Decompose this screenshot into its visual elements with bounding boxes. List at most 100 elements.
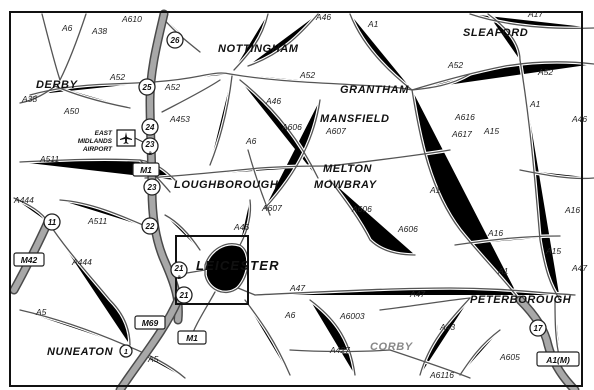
road-label: A17	[527, 9, 543, 19]
svg-text:a: a	[177, 275, 181, 281]
shield-m1-south: M1	[177, 330, 207, 345]
airport-label-2: MIDLANDS	[78, 138, 113, 145]
road-label: A16	[564, 205, 580, 215]
svg-text:23: 23	[145, 140, 155, 149]
road-label: A605	[499, 352, 520, 362]
road-label: A1	[367, 19, 379, 29]
road-label: A1	[529, 99, 541, 109]
junction-23: 23	[143, 178, 161, 196]
road-labels: A6 A38 A610 A46 A1 A17 A38 A52 A52 A52 A…	[13, 9, 587, 380]
town-corby: CORBY	[370, 341, 414, 353]
svg-text:21: 21	[174, 264, 184, 273]
svg-text:25: 25	[142, 83, 152, 92]
svg-text:1: 1	[124, 349, 128, 356]
road-label: A5	[35, 307, 47, 317]
junction-markers: 26 25 24 23 a 23 22 21 a 21 11 1 17	[43, 31, 547, 358]
road-label: A453	[169, 114, 190, 124]
road-network	[14, 14, 594, 378]
town-nottingham: NOTTINGHAM	[218, 43, 299, 55]
road-label: A52	[447, 60, 463, 70]
shield-a1m: A1(M)	[536, 351, 580, 367]
road-label: A38	[21, 94, 37, 104]
svg-text:17: 17	[534, 324, 543, 333]
road-label: A6003	[339, 311, 365, 321]
motorway-shields: M1 M42 M69 M1 A1(M)	[13, 162, 580, 367]
airplane-icon	[120, 132, 132, 144]
road-label: A444	[71, 257, 92, 267]
shield-m69: M69	[134, 315, 166, 330]
east-midlands-airport: EAST MIDLANDS AIRPORT	[78, 129, 144, 153]
svg-text:M1: M1	[140, 165, 152, 175]
svg-text:11: 11	[48, 218, 57, 227]
junction-25: 25	[138, 78, 156, 96]
svg-text:21: 21	[179, 291, 189, 300]
airport-label-1: EAST	[95, 130, 113, 137]
road-label: A617	[451, 129, 472, 139]
road-label: A52	[109, 72, 125, 82]
svg-text:22: 22	[145, 222, 155, 231]
road-label: A52	[537, 67, 553, 77]
road-label: A6116	[429, 370, 454, 380]
svg-text:M42: M42	[21, 255, 38, 265]
road-label: A6	[61, 23, 73, 33]
road-label: A46	[265, 96, 281, 106]
road-label: A46	[233, 222, 249, 232]
town-leicester: LEICESTER	[196, 258, 280, 273]
road-label: A5	[147, 354, 159, 364]
road-label: A38	[91, 26, 107, 36]
town-sleaford: SLEAFORD	[463, 27, 528, 39]
junction-17: 17	[529, 319, 547, 337]
town-nuneaton: NUNEATON	[47, 346, 114, 358]
map-border	[9, 11, 583, 387]
shield-m42: M42	[13, 252, 45, 267]
junction-1: 1	[119, 344, 133, 358]
road-label: A46	[571, 114, 587, 124]
road-label: A47	[571, 263, 587, 273]
svg-text:a: a	[148, 151, 152, 157]
road-label: A511	[39, 154, 59, 164]
town-derby: DERBY	[36, 79, 79, 91]
town-labels: NOTTINGHAM SLEAFORD DERBY GRANTHAM MANSF…	[36, 27, 572, 358]
road-label: A47	[289, 283, 305, 293]
svg-text:26: 26	[170, 36, 180, 45]
road-label: A1	[429, 185, 441, 195]
road-label: A52	[299, 70, 315, 80]
shield-m1-north: M1	[132, 162, 160, 177]
road-label: A50	[63, 106, 79, 116]
road-label: A15	[545, 246, 561, 256]
road-label: A616	[454, 112, 475, 122]
road-label: A606	[397, 224, 418, 234]
svg-text:24: 24	[145, 123, 155, 132]
town-mowbray: MOWBRAY	[314, 179, 378, 191]
road-label: A1	[497, 266, 509, 276]
junction-24: 24	[141, 118, 159, 136]
town-loughborough: LOUGHBOROUGH	[174, 179, 279, 191]
road-label: A444	[13, 195, 34, 205]
road-label: A6	[245, 136, 257, 146]
svg-text:M1: M1	[186, 333, 198, 343]
junction-21a: 21 a	[170, 261, 188, 281]
road-label: A607	[261, 203, 282, 213]
road-label: A427	[329, 345, 350, 355]
road-label: A52	[164, 82, 180, 92]
town-peterborough: PETERBOROUGH	[470, 294, 572, 306]
junction-11: 11	[43, 213, 61, 231]
town-melton: MELTON	[323, 163, 372, 175]
svg-text:M69: M69	[142, 318, 159, 328]
road-label: A610	[121, 14, 142, 24]
junction-22: 22	[141, 217, 159, 235]
road-label: A15	[483, 126, 499, 136]
airport-label-3: AIRPORT	[82, 146, 113, 153]
svg-text:23: 23	[147, 183, 157, 192]
road-label: A43	[439, 322, 455, 332]
junction-21: 21	[175, 286, 193, 304]
road-label: A6	[284, 310, 296, 320]
road-label: A606	[351, 204, 372, 214]
svg-text:A1(M): A1(M)	[545, 355, 570, 365]
road-label: A607	[325, 126, 346, 136]
road-label: A47	[409, 289, 425, 299]
junction-23a: 23 a	[141, 137, 159, 157]
road-label: A511	[87, 216, 107, 226]
